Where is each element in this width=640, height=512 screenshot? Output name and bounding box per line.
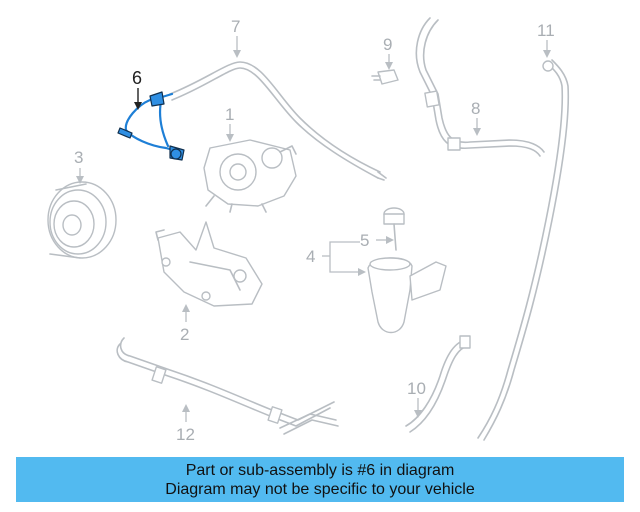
part-12-cooler-lines[interactable] — [116, 337, 339, 435]
callout-3: 3 — [74, 148, 83, 167]
banner-line-2: Diagram may not be specific to your vehi… — [165, 480, 475, 498]
info-banner: Part or sub-assembly is #6 in diagram Di… — [16, 457, 624, 502]
part-11-leader — [543, 40, 551, 58]
part-6-leader — [134, 88, 142, 110]
callout-2: 2 — [180, 325, 189, 344]
part-4-bracket-leader — [322, 241, 366, 276]
part-6-pressure-line[interactable] — [117, 91, 185, 161]
callout-6: 6 — [132, 68, 142, 88]
part-5-cap[interactable] — [383, 207, 405, 251]
part-7-leader — [233, 36, 241, 58]
part-5-leader — [376, 236, 394, 244]
banner-line-1: Part or sub-assembly is #6 in diagram — [185, 461, 455, 479]
part-7-hose[interactable] — [169, 61, 387, 181]
part-11-line[interactable] — [477, 59, 570, 441]
part-10-leader — [414, 398, 422, 418]
part-2-bracket[interactable] — [155, 221, 263, 307]
part-9-leader — [385, 54, 393, 70]
callout-10: 10 — [407, 379, 426, 398]
callout-9: 9 — [383, 35, 392, 54]
part-1-pump[interactable] — [203, 139, 297, 213]
part-1-leader — [226, 124, 234, 142]
part-12-leader — [182, 404, 190, 422]
part-4-reservoir[interactable] — [367, 257, 447, 334]
callout-12: 12 — [176, 425, 195, 444]
callout-11: 11 — [537, 21, 555, 40]
callout-5: 5 — [360, 231, 369, 250]
part-9-fitting[interactable] — [371, 69, 399, 85]
part-8-hose[interactable] — [415, 17, 545, 157]
callout-8: 8 — [471, 99, 480, 118]
part-2-leader — [182, 304, 190, 322]
part-8-leader — [473, 118, 481, 136]
part-3-pulley[interactable] — [47, 181, 117, 259]
part-3-leader — [76, 168, 84, 184]
callout-7: 7 — [231, 17, 240, 36]
callout-4: 4 — [306, 247, 315, 266]
callout-1: 1 — [225, 105, 234, 124]
